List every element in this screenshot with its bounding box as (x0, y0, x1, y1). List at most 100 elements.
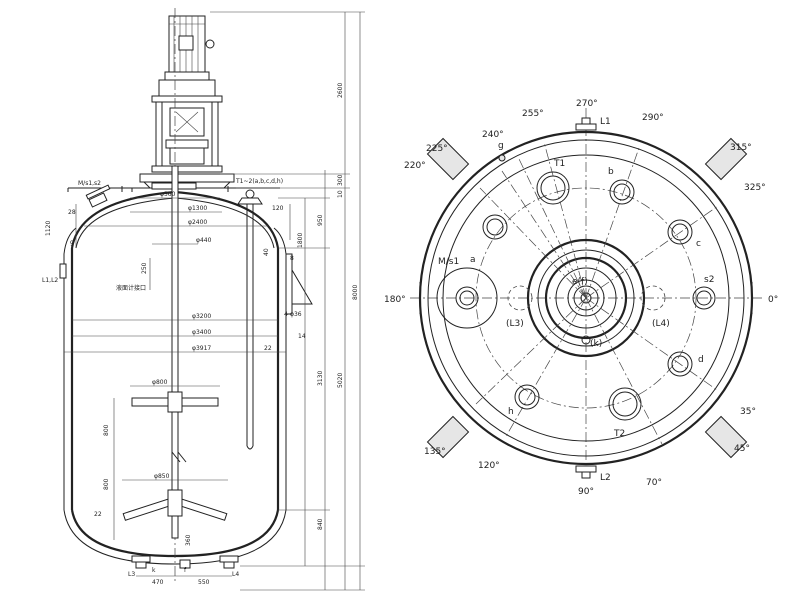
dim-phi3917: φ3917 (192, 345, 211, 352)
dim-5020: 5020 (337, 373, 344, 388)
motor (164, 15, 215, 81)
dim-800b: 800 (103, 478, 110, 490)
liquid-level-note: 液面计接口 (116, 284, 146, 292)
dim-1800: 1800 (297, 233, 304, 248)
angle-45: 45° (734, 444, 750, 454)
label-nozzle-t2: T2 (613, 429, 625, 439)
angle-225: 225° (426, 144, 448, 154)
angle-120: 120° (478, 461, 500, 471)
top-nozzles (85, 184, 263, 208)
dim-120: 120 (272, 205, 284, 212)
angle-315: 315° (730, 143, 752, 153)
label-r28: 28 (68, 209, 76, 216)
label-nozzle-l3: (L3) (506, 319, 524, 329)
dim-14: 14 (298, 333, 306, 340)
nozzle-g (498, 154, 506, 162)
angle-70: 70° (646, 478, 662, 488)
dim-950: 950 (317, 214, 324, 226)
label-nozzle-l4: (L4) (652, 319, 670, 329)
label-l4: L4 (232, 571, 239, 578)
dim-360: 360 (185, 534, 192, 546)
dim-1120: 1120 (45, 221, 52, 236)
dim-550: 550 (198, 579, 210, 586)
label-nozzle-l2: L2 (600, 473, 611, 483)
dim-phi800: φ800 (152, 379, 168, 386)
internal-dimension-lines (64, 197, 291, 577)
angle-90: 90° (578, 487, 594, 497)
label-nozzle-t: T1~2(a,b,c,d,h) (235, 178, 283, 185)
label-k: k (152, 567, 156, 574)
nozzle-t1 (536, 171, 570, 205)
label-l1l2: L1,L2 (42, 277, 58, 284)
label-nozzle-ms1: M/s1 (438, 257, 459, 267)
label-nozzle-t1: T1 (553, 159, 565, 169)
label-nozzle-ef: e(f) (572, 277, 588, 287)
gearbox-frame (139, 79, 235, 189)
dim-phi3400: φ3400 (192, 329, 211, 336)
nozzle-l1 (575, 123, 597, 131)
dim-470: 470 (152, 579, 164, 586)
label-nozzle-h: h (508, 407, 514, 417)
side-elevation-view: M/s1,s2 T1~2(a,b,c,d,h) L1,L2 g 28 1120 … (42, 8, 365, 591)
label-nozzle-b: b (608, 167, 614, 177)
nozzle-a (482, 214, 508, 240)
nozzle-h (514, 384, 540, 410)
dim-10: 10 (337, 190, 344, 198)
angle-325: 325° (744, 183, 766, 193)
label-l3: L3 (128, 571, 135, 578)
vertical-dimension-lines (210, 11, 365, 591)
nozzle-t2 (608, 387, 642, 421)
dim-8: 8 (290, 255, 294, 262)
label-nozzle-l1: L1 (600, 117, 611, 127)
dim-phi560: φ560 (160, 191, 176, 198)
nozzle-b (609, 179, 635, 205)
label-nozzle-a: a (470, 255, 476, 265)
angle-135: 135° (424, 447, 446, 457)
label-nozzle-ms: M/s1,s2 (78, 180, 101, 187)
dim-840: 840 (317, 518, 324, 530)
nozzle-k (581, 335, 591, 345)
label-nozzle-g: g (498, 141, 504, 151)
top-plan-view: 270° 255° 290° 240° 225° 220° 315° 325° … (384, 99, 778, 497)
angle-35: 35° (740, 407, 756, 417)
label-nozzle-k: (k) (590, 339, 602, 349)
nozzle-ms1 (436, 267, 498, 329)
radial-leaders (475, 141, 719, 445)
dim-22a: 22 (264, 345, 272, 352)
dim-250: 250 (141, 262, 148, 274)
angle-180: 180° (384, 295, 406, 305)
dim-40: 40 (263, 248, 270, 256)
dim-2600: 2600 (337, 83, 344, 98)
dim-holes: 4-φ36 (284, 311, 302, 318)
angle-220: 220° (404, 161, 426, 171)
label-nozzle-s2: s2 (704, 275, 714, 285)
label-nozzle-c: c (696, 239, 701, 249)
label-nozzle-d: d (698, 355, 704, 365)
thermowell-pipe (246, 204, 254, 450)
angle-290: 290° (642, 113, 664, 123)
nozzle-d (667, 351, 693, 377)
dim-8000: 8000 (352, 285, 359, 300)
dim-300: 300 (337, 174, 344, 186)
dim-phi3200: φ3200 (192, 313, 211, 320)
dim-22b: 22 (94, 511, 102, 518)
dim-800a: 800 (103, 424, 110, 436)
dim-phi440: φ440 (196, 237, 212, 244)
label-f: f (184, 567, 187, 574)
dim-phi2400: φ2400 (188, 219, 207, 226)
support-lugs (426, 137, 748, 459)
angle-240: 240° (482, 130, 504, 140)
angle-270: 270° (576, 99, 598, 109)
label-g: g (70, 239, 74, 246)
dim-phi1300: φ1300 (188, 205, 207, 212)
nozzle-l4-hidden (640, 285, 666, 311)
nozzle-l2 (575, 465, 597, 473)
angle-0: 0° (768, 295, 778, 305)
nozzle-l3-hidden (507, 285, 533, 311)
dim-phi850: φ850 (154, 473, 170, 480)
angle-255: 255° (522, 109, 544, 119)
dim-3130: 3130 (317, 371, 324, 386)
nozzle-c (667, 219, 693, 245)
nozzle-s2 (692, 286, 716, 310)
